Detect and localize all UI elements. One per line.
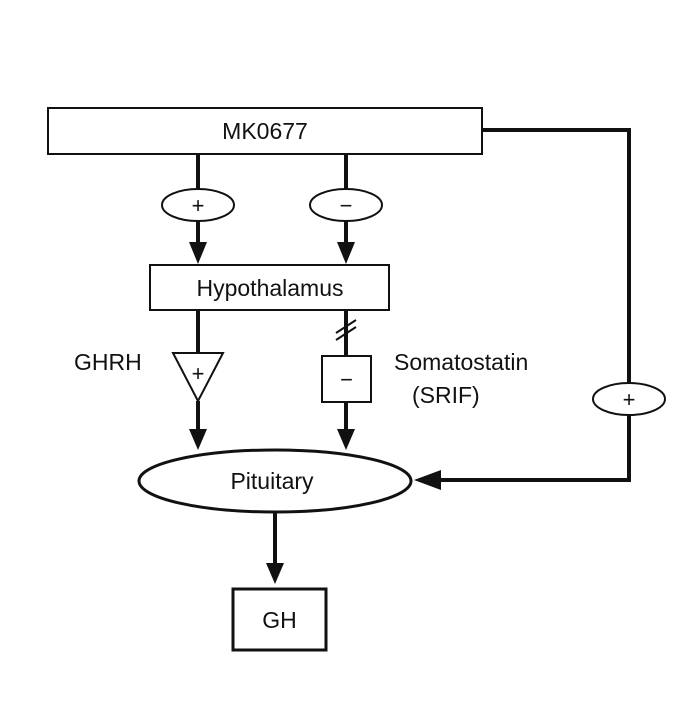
arrowhead-into-pituitary-left [189, 429, 207, 450]
mk0677-box [47, 107, 483, 155]
pituitary-label: Pituitary [230, 468, 314, 494]
break-mark [335, 319, 357, 341]
mk0677-node: MK0677 [47, 107, 483, 155]
ghrh-label: GHRH [74, 349, 142, 375]
hypothalamus-label: Hypothalamus [196, 275, 343, 301]
arrowhead-into-pituitary-side [414, 470, 441, 490]
inhibit-sign: − [340, 193, 353, 218]
somatostatin-label: Somatostatin [394, 349, 528, 375]
pituitary-node: Pituitary [137, 448, 413, 514]
somatostatin-box [321, 355, 372, 403]
direct-stimulate-sign-oval: + [592, 382, 666, 416]
mk-to-pituitary-connector-lower [438, 415, 631, 482]
arrowhead-into-gh [266, 563, 284, 584]
ghrh-sign: + [192, 361, 205, 386]
hypothalamus-box [149, 264, 390, 311]
arrowhead-into-hypothalamus-left [189, 242, 207, 264]
direct-stimulate-sign: + [623, 387, 636, 412]
arrowhead-into-pituitary-right [337, 429, 355, 450]
break-slash-lower [335, 326, 357, 341]
hypothalamus-node: Hypothalamus [149, 264, 390, 311]
inhibit-sign-oval: − [309, 188, 383, 222]
ghrh-amplifier-triangle: + [171, 352, 225, 404]
gh-node: GH [231, 587, 328, 652]
gh-box [231, 587, 328, 652]
stimulate-sign-oval: + [161, 188, 235, 222]
somatostatin-inhibitor-box: − [321, 355, 372, 403]
srif-label: (SRIF) [412, 382, 480, 408]
arrowhead-into-hypothalamus-right [337, 242, 355, 264]
mk0677-label: MK0677 [222, 118, 308, 144]
break-slash-upper [335, 319, 357, 334]
stimulate-sign: + [192, 193, 205, 218]
ghrh-triangle [171, 352, 225, 404]
mk-to-pituitary-connector-upper [482, 128, 631, 384]
somatostatin-sign: − [340, 367, 353, 392]
gh-label: GH [262, 607, 297, 633]
